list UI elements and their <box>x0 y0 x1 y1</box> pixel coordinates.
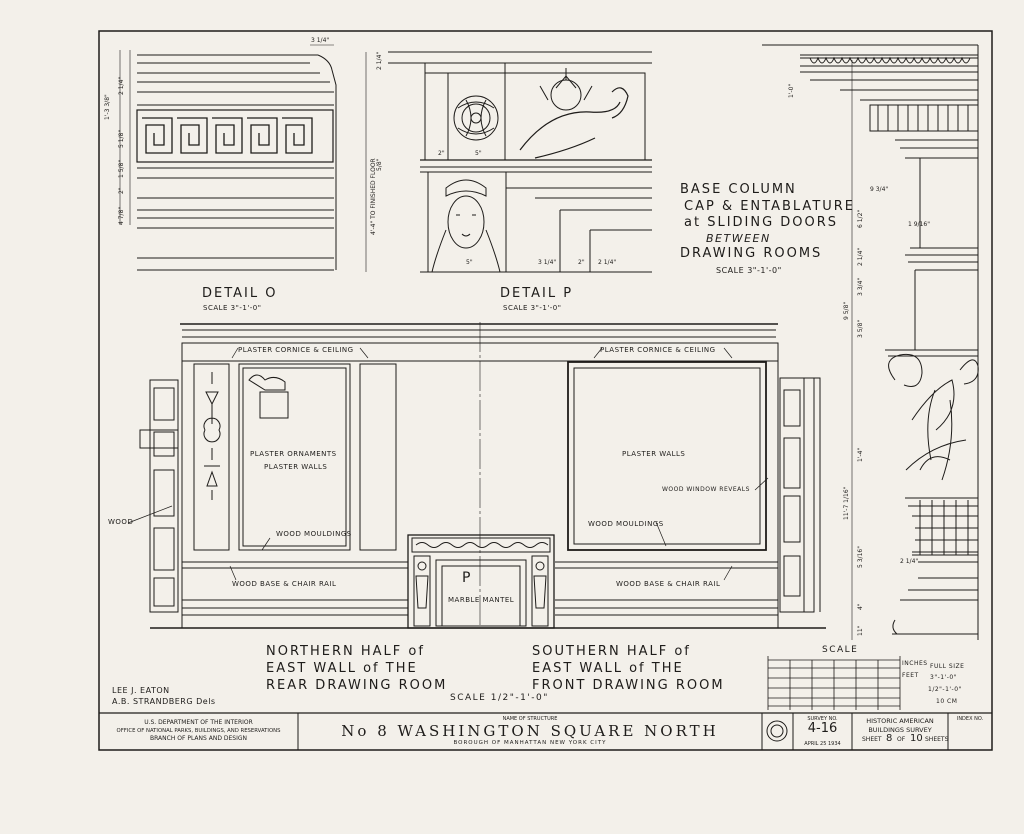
scale-bar-3-inch: 3"-1'-0" <box>930 674 957 681</box>
detail-p-scale: SCALE 3"-1'-0" <box>503 304 562 312</box>
sheet-word: SHEETS <box>925 736 949 743</box>
detail-o-drawing <box>119 44 337 271</box>
note-plaster-ornaments: PLASTER ORNAMENTS <box>250 450 337 458</box>
index-label: INDEX NO. <box>956 716 984 722</box>
southern-title-line2: EAST WALL of THE <box>532 661 684 676</box>
title-dept-line1: U.S. DEPARTMENT OF THE INTERIOR <box>144 719 253 726</box>
column-scale: SCALE 3"-1'-0" <box>716 266 782 275</box>
scale-bar-half-inch: 1/2"-1'-0" <box>928 686 962 693</box>
northern-title-line3: REAR DRAWING ROOM <box>266 678 448 693</box>
title-dept-line2: OFFICE OF NATIONAL PARKS, BUILDINGS, AND… <box>116 728 281 734</box>
sheet-total: 10 <box>910 733 923 744</box>
dim-2-1-4-p: 2 1/4" <box>376 51 383 70</box>
scale-bar-inches: INCHES <box>902 660 928 667</box>
scale-bar-feet: FEET <box>902 672 919 679</box>
detail-p-title: DETAIL P <box>500 286 574 301</box>
structure-location: BOROUGH OF MANHATTAN NEW YORK CITY <box>453 740 607 746</box>
structure-name: No 8 WASHINGTON SQUARE NORTH <box>341 722 719 740</box>
dim-11: 11" <box>857 625 864 636</box>
survey-label: SURVEY NO. <box>807 716 838 722</box>
dim-2-1-4: 2 1/4" <box>118 76 125 95</box>
column-drawing <box>762 44 979 640</box>
scale-bar-cm: 10 CM <box>936 698 958 705</box>
delineator-1: LEE J. EATON <box>112 686 170 695</box>
column-title-line1: BASE COLUMN <box>680 182 797 197</box>
southern-title-line1: SOUTHERN HALF of <box>532 644 691 659</box>
detail-o-title: DETAIL O <box>202 286 278 301</box>
note-wood-mouldings-left: WOOD MOULDINGS <box>276 530 352 538</box>
dim-1-3-3-8: 1'-3 3/8" <box>104 94 111 120</box>
dim-2-p: 2" <box>438 150 445 157</box>
dim-5-8: 5/8" <box>376 158 383 171</box>
dim-2-p-bottom: 2" <box>578 259 585 266</box>
dim-6-1-2: 6 1/2" <box>857 209 864 228</box>
dim-3-5-8: 3 5/8" <box>857 319 864 338</box>
dim-11-7-16: 11'-7 1/16" <box>843 486 850 520</box>
sheet-label: SHEET <box>862 736 882 743</box>
survey-date: APRIL 25 1934 <box>804 741 841 747</box>
note-wood-mouldings-right: WOOD MOULDINGS <box>588 520 664 528</box>
dim-9-5-8: 9 5/8" <box>843 301 850 320</box>
note-plaster-walls-left: PLASTER WALLS <box>264 463 328 471</box>
note-wood-base-left: WOOD BASE & CHAIR RAIL <box>232 580 337 588</box>
detail-o-scale: SCALE 3"-1'-0" <box>203 304 262 312</box>
dim-1-9-16: 1 9/16" <box>908 221 930 228</box>
note-wood: WOOD <box>108 518 134 526</box>
column-title-line2: CAP & ENTABLATURE <box>684 199 856 214</box>
dim-2-1-4-p-bottom: 2 1/4" <box>598 259 617 266</box>
elevation-scale: SCALE 1/2"-1'-0" <box>450 693 549 703</box>
interior-seal <box>766 720 788 742</box>
dim-2-1-4-base: 2 1/4" <box>900 558 919 565</box>
dim-3-1-4-top: 3 1/4" <box>311 37 330 44</box>
leader-lines <box>127 347 769 581</box>
dim-2: 2" <box>118 187 125 194</box>
title-name-label: NAME OF STRUCTURE <box>502 716 558 722</box>
dim-4-7-8: 4 7/8" <box>118 206 125 225</box>
dim-5-p-top: 5" <box>475 150 482 157</box>
note-wood-window-reveals: WOOD WINDOW REVEALS <box>662 486 750 493</box>
scale-bar-title: SCALE <box>822 645 859 655</box>
northern-title-line1: NORTHERN HALF of <box>266 644 425 659</box>
mantel-detail-mark: P <box>462 570 473 586</box>
graphic-scale-bars <box>767 656 901 710</box>
column-title-line5: DRAWING ROOMS <box>680 246 823 261</box>
dim-3-3-4: 3 3/4" <box>857 277 864 296</box>
dim-1-4: 1'-4" <box>857 447 864 462</box>
note-wood-base-right: WOOD BASE & CHAIR RAIL <box>616 580 721 588</box>
habs-line2: BUILDINGS SURVEY <box>868 726 932 734</box>
column-title-line4: BETWEEN <box>706 232 771 245</box>
sheet-border <box>98 30 993 751</box>
dim-5-3-16: 5 3/16" <box>857 546 864 568</box>
sheet-of: OF <box>897 736 906 743</box>
northern-title-line2: EAST WALL of THE <box>266 661 418 676</box>
note-plaster-walls-right: PLASTER WALLS <box>622 450 686 458</box>
wall-elevation-drawing <box>139 322 826 629</box>
dim-1-0: 1'-0" <box>788 83 795 98</box>
dim-4: 4" <box>857 603 864 610</box>
dim-2-1-4-col: 2 1/4" <box>857 247 864 266</box>
interior-seal-inner <box>770 724 784 738</box>
habs-line1: HISTORIC AMERICAN <box>866 717 934 725</box>
dim-1-5-8: 1 5/8" <box>118 159 125 178</box>
sheet-number: 8 <box>886 733 893 744</box>
scale-bar-full-size: FULL SIZE <box>930 663 965 670</box>
note-plaster-cornice-left: PLASTER CORNICE & CEILING <box>238 346 354 354</box>
detail-p-drawing <box>365 51 652 273</box>
survey-number: 4-16 <box>807 721 838 736</box>
dim-5-1-8: 5 1/8" <box>118 129 125 148</box>
southern-title-line3: FRONT DRAWING ROOM <box>532 678 725 693</box>
dim-3-1-4-p: 3 1/4" <box>538 259 557 266</box>
note-plaster-cornice-right: PLASTER CORNICE & CEILING <box>600 346 716 354</box>
column-title-line3: at SLIDING DOORS <box>684 215 839 230</box>
note-marble-mantel: MARBLE MANTEL <box>448 596 515 604</box>
dim-9-3-4: 9 3/4" <box>870 186 889 193</box>
dim-5-p-bottom: 5" <box>466 259 473 266</box>
title-dept-line3: BRANCH OF PLANS AND DESIGN <box>150 735 247 742</box>
delineator-2: A.B. STRANDBERG Dels <box>112 697 216 706</box>
